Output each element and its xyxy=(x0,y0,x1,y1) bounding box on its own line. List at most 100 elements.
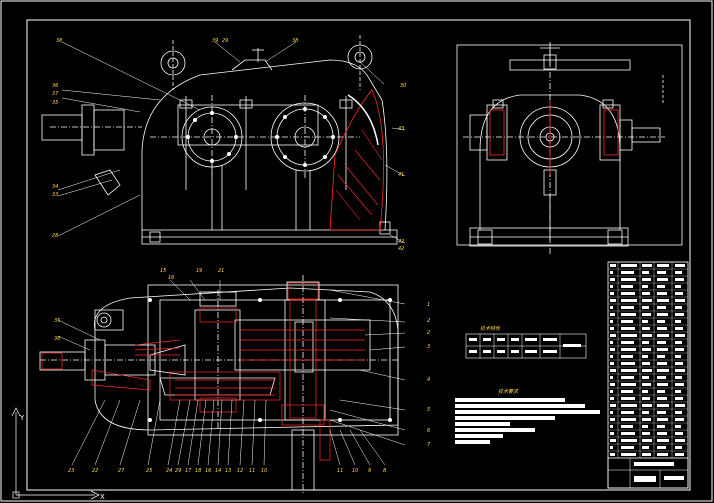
svg-text:4: 4 xyxy=(427,377,430,383)
svg-text:36: 36 xyxy=(54,336,60,342)
svg-text:7: 7 xyxy=(427,442,431,448)
svg-text:39: 39 xyxy=(212,38,218,44)
parts-cell-text xyxy=(642,264,652,267)
svg-text:24: 24 xyxy=(166,468,172,474)
plan-view-leaders xyxy=(57,279,406,466)
parts-cell-text xyxy=(657,271,666,274)
parts-cell-text xyxy=(610,334,616,337)
parts-cell-text xyxy=(621,446,634,449)
parts-cell-text xyxy=(657,327,667,330)
parts-cell-text xyxy=(642,369,652,372)
svg-text:42: 42 xyxy=(398,246,404,252)
front-view-callout-text: 38 36 37 35 34 33 28 39 29 38 30 43 41 4… xyxy=(52,38,406,252)
parts-cell-text xyxy=(610,383,615,386)
svg-text:14: 14 xyxy=(215,468,221,474)
svg-text:38: 38 xyxy=(292,38,298,44)
parts-cell-text xyxy=(657,432,667,435)
parts-cell-text xyxy=(657,299,669,302)
svg-text:6: 6 xyxy=(427,428,430,434)
parts-cell-text xyxy=(657,404,669,407)
parts-cell-text xyxy=(621,425,633,428)
parts-cell-text xyxy=(642,397,650,400)
parts-cell-text xyxy=(642,327,650,330)
parts-cell-text xyxy=(675,397,683,400)
parts-cell-text xyxy=(642,348,651,351)
parts-cell-text xyxy=(675,453,684,456)
parts-cell-text xyxy=(657,453,668,456)
parts-cell-text xyxy=(610,299,616,302)
parts-cell-text xyxy=(675,327,683,330)
svg-text:16: 16 xyxy=(168,275,174,281)
parts-cell-text xyxy=(621,292,635,295)
parts-cell-text xyxy=(657,355,665,358)
plan-view-callout-text: 1 2 2 3 4 5 6 7 15 16 19 21 35 36 23 22 … xyxy=(54,268,431,474)
svg-text:3: 3 xyxy=(427,344,430,350)
parts-cell-text xyxy=(610,292,614,295)
parts-cell-text xyxy=(642,320,648,323)
svg-text:29: 29 xyxy=(175,468,181,474)
parts-cell-text xyxy=(621,376,634,379)
parts-cell-text xyxy=(657,390,665,393)
parts-cell-text xyxy=(642,404,652,407)
parts-cell-text xyxy=(621,355,633,358)
parts-cell-text xyxy=(621,327,635,330)
parts-cell-text xyxy=(642,453,651,456)
parts-cell-text xyxy=(610,446,613,449)
parts-cell-text xyxy=(621,264,637,267)
parts-cell-text xyxy=(642,271,649,274)
parts-cell-text xyxy=(675,390,681,393)
parts-cell-text xyxy=(657,383,668,386)
parts-cell-text xyxy=(610,271,613,274)
parts-cell-text xyxy=(642,383,651,386)
parts-cell-text xyxy=(642,306,649,309)
parts-cell-text xyxy=(675,306,682,309)
parts-cell-text xyxy=(642,418,651,421)
technical-requirements: 技术要求 xyxy=(455,388,600,444)
parts-cell-text xyxy=(621,341,634,344)
parts-cell-text xyxy=(610,355,613,358)
svg-text:28: 28 xyxy=(52,233,58,239)
parts-cell-text xyxy=(657,278,668,281)
parts-cell-text xyxy=(642,439,652,442)
svg-text:34: 34 xyxy=(52,184,58,190)
parts-cell-text xyxy=(675,439,685,442)
parts-cell-text xyxy=(610,341,613,344)
parts-list-table xyxy=(607,261,689,489)
svg-text:41: 41 xyxy=(398,172,404,178)
svg-text:35: 35 xyxy=(52,100,58,106)
parts-cell-text xyxy=(621,397,635,400)
parts-cell-text xyxy=(610,306,613,309)
parts-cell-text xyxy=(642,376,649,379)
parts-cell-text xyxy=(675,404,685,407)
svg-text:15: 15 xyxy=(160,268,166,274)
parts-cell-text xyxy=(675,334,685,337)
parts-cell-text xyxy=(610,425,613,428)
parts-cell-text xyxy=(675,362,683,365)
parts-cell-text xyxy=(621,299,637,302)
parts-cell-text xyxy=(675,418,684,421)
parts-cell-text xyxy=(675,348,684,351)
svg-text:11: 11 xyxy=(337,468,343,474)
parts-cell-text xyxy=(657,285,665,288)
front-view xyxy=(41,35,398,245)
sheet-inner-border xyxy=(26,19,691,491)
parts-cell-text xyxy=(675,432,683,435)
svg-text:29: 29 xyxy=(222,38,228,44)
svg-text:2: 2 xyxy=(427,318,430,324)
svg-text:23: 23 xyxy=(68,468,74,474)
parts-cell-text xyxy=(610,376,613,379)
parts-cell-text xyxy=(621,348,636,351)
parts-cell-text xyxy=(675,446,682,449)
parts-cell-text xyxy=(675,320,681,323)
front-view-callouts xyxy=(57,41,406,244)
svg-text:22: 22 xyxy=(92,468,98,474)
parts-cell-text xyxy=(657,313,668,316)
parts-cell-text xyxy=(642,411,649,414)
svg-text:13: 13 xyxy=(225,468,231,474)
parts-cell-text xyxy=(657,320,665,323)
parts-cell-text xyxy=(621,362,635,365)
parts-cell-text xyxy=(657,376,666,379)
parts-cell-text xyxy=(610,362,614,365)
parts-cell-text xyxy=(657,292,667,295)
